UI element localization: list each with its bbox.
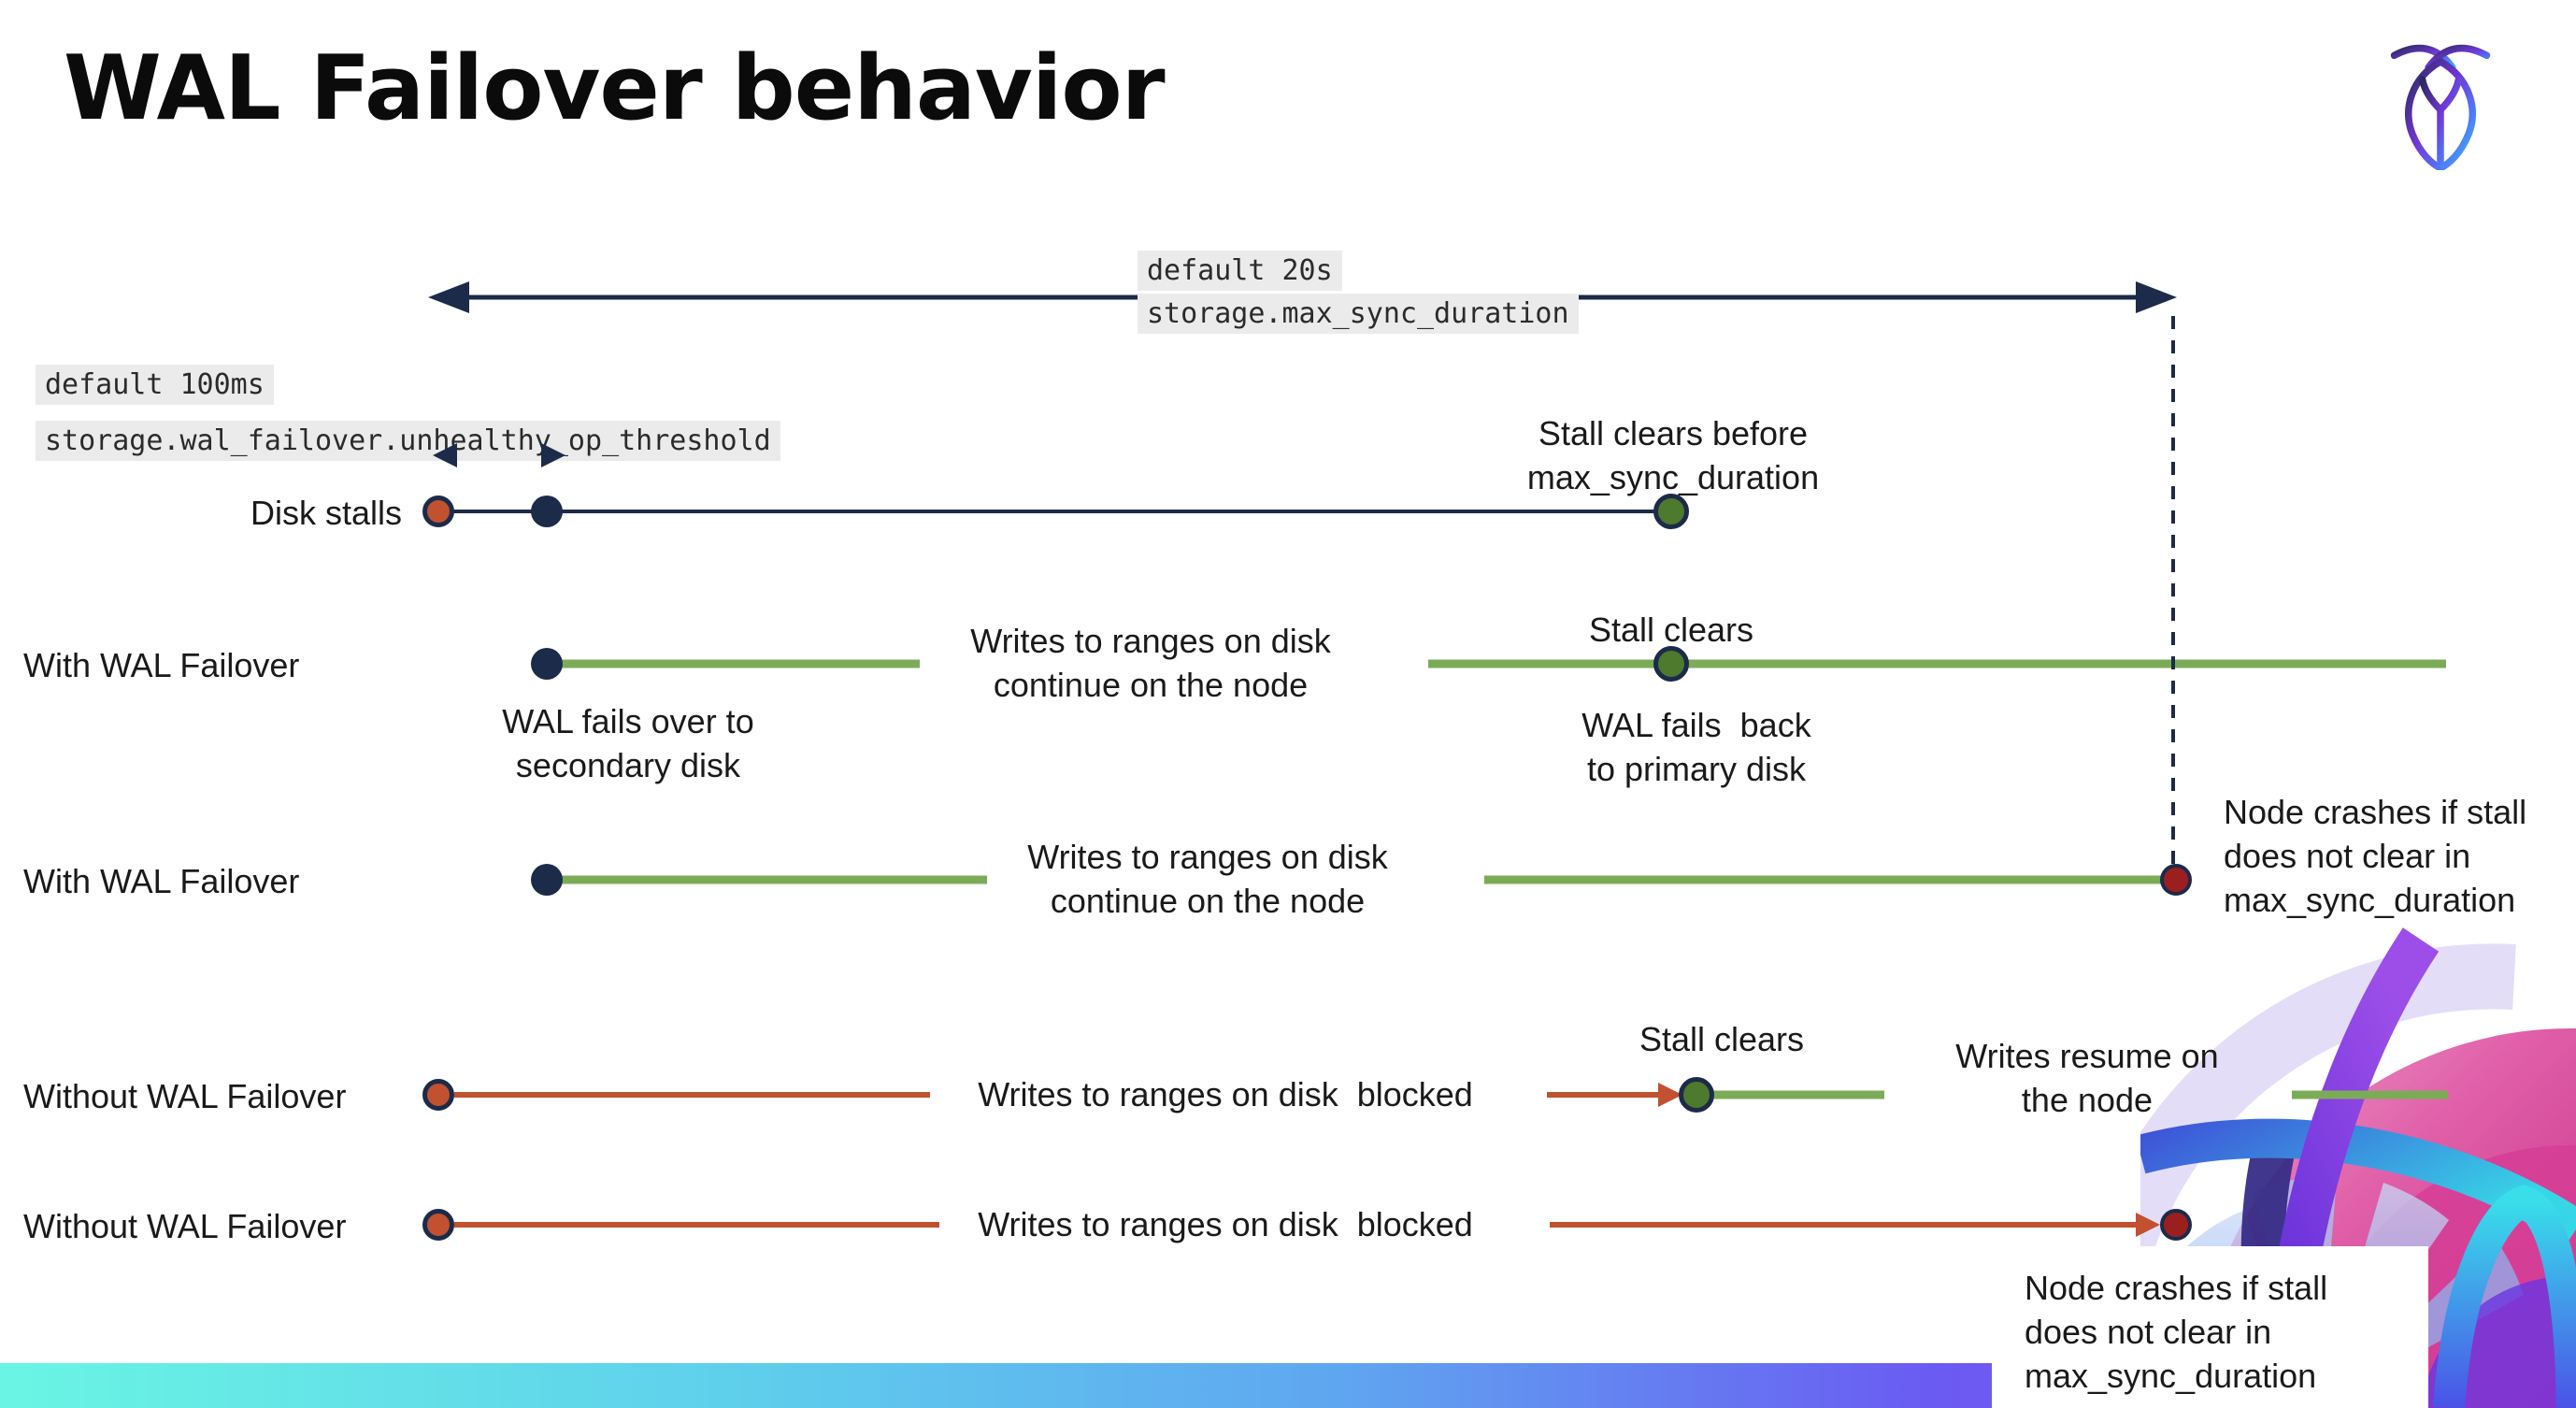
threshold-default-label: default 100ms (36, 365, 274, 405)
stall-clears-before-note: Stall clears before max_sync_duration (1526, 414, 1820, 496)
node-crash-note-1: Node crashes if stall does not clear in … (2224, 793, 2527, 919)
node-crash-note-2: Node crashes if stall does not clear in … (2025, 1269, 2328, 1395)
row-disk-stalls-label: Disk stalls (250, 494, 402, 532)
stall-clears-note-1: Stall clears (1588, 611, 1754, 649)
cockroachdb-logo-icon (2390, 44, 2491, 170)
failover-threshold-dot (531, 496, 563, 527)
blocked-red-line-a1 (454, 1092, 930, 1098)
row-with-failover-label-1: With WAL Failover (23, 646, 300, 684)
crash-dot-1 (2160, 864, 2192, 896)
blocked-red-line-b2 (1550, 1222, 2140, 1228)
resume-green-line-a (1712, 1090, 1884, 1099)
row-with-failover-label-2: With WAL Failover (23, 862, 300, 900)
failover2-green-line-a (561, 875, 987, 884)
deadline-dashed-line (2171, 316, 2175, 864)
writes-continue-note-1: Writes to ranges on disk continue on the… (970, 622, 1331, 704)
failover2-green-line-b (1484, 875, 2170, 884)
threshold-setting-label: storage.wal_failover.unhealthy_op_thresh… (36, 421, 780, 461)
writes-resume-note: Writes resume on the node (1955, 1037, 2219, 1119)
failover-green-line-b (1428, 659, 2446, 668)
stall-clear-dot (1653, 494, 1689, 529)
resume-green-line-b (2292, 1090, 2448, 1099)
failover-start-dot-1 (531, 648, 563, 680)
red-arrow-icon-2 (2136, 1213, 2160, 1237)
failback-dot (1653, 646, 1689, 682)
max-sync-default-label: default 20s (1138, 251, 1342, 291)
row-without-failover-label-1: Without WAL Failover (23, 1077, 347, 1115)
arrow-left-icon (428, 281, 469, 313)
page-title: WAL Failover behavior (64, 37, 1166, 140)
failback-note: WAL fails back to primary disk (1581, 706, 1811, 788)
writes-blocked-note-1: Writes to ranges on disk blocked (978, 1075, 1473, 1113)
blocked-red-line-a2 (1547, 1092, 1667, 1098)
max-sync-setting-label: storage.max_sync_duration (1138, 294, 1579, 334)
crash-note-card: Node crashes if stall does not clear in … (1992, 1246, 2428, 1408)
writes-continue-note-2: Writes to ranges on disk continue on the… (1027, 838, 1388, 920)
stall-start-dot-3 (422, 1209, 454, 1241)
small-arrow-left-icon (433, 443, 457, 467)
crash-dot-2 (2160, 1209, 2192, 1241)
failover-note: WAL fails over to secondary disk (502, 702, 754, 784)
disk-stalls-line (438, 510, 1671, 513)
failover-start-dot-2 (531, 864, 563, 896)
stall-start-dot-2 (422, 1079, 454, 1111)
row-without-failover-label-2: Without WAL Failover (23, 1207, 347, 1245)
writes-blocked-note-2: Writes to ranges on disk blocked (978, 1205, 1473, 1243)
stall-clears-note-2: Stall clears (1639, 1020, 1805, 1058)
small-arrow-right-icon (541, 443, 565, 467)
blocked-red-line-b1 (454, 1222, 939, 1228)
arrow-right-icon (2136, 281, 2177, 313)
failover-green-line-a (561, 659, 920, 668)
stall-start-dot (422, 496, 454, 527)
stall-clear-dot-2 (1679, 1077, 1714, 1113)
red-arrow-icon-1 (1658, 1083, 1682, 1107)
